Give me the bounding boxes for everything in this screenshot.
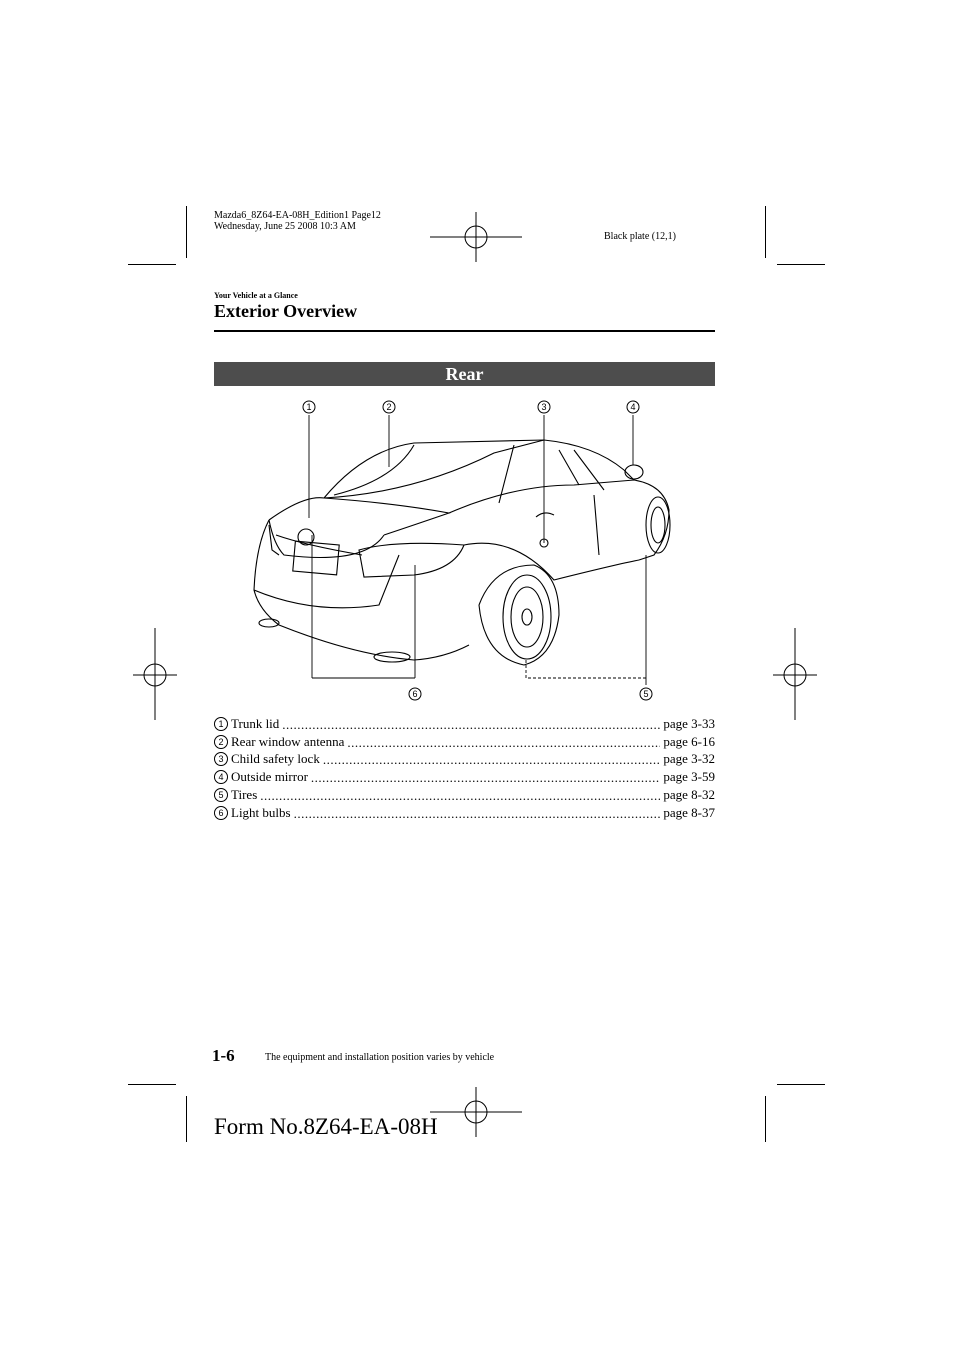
callout-markers: 1 2 3 4 5 6 bbox=[302, 400, 653, 701]
callout-3-label: 3 bbox=[541, 402, 546, 412]
dot-leader bbox=[294, 806, 661, 822]
legend-page: page 3-59 bbox=[663, 769, 715, 785]
callout-2: 2 bbox=[382, 400, 396, 414]
legend-item: 6 Light bulbs page 8-37 bbox=[214, 804, 715, 822]
callout-5-label: 5 bbox=[643, 689, 648, 699]
callout-1: 1 bbox=[302, 400, 316, 414]
section-label: Your Vehicle at a Glance bbox=[214, 291, 298, 300]
legend-label: Child safety lock bbox=[231, 751, 320, 767]
legend-label: Light bulbs bbox=[231, 804, 291, 820]
legend-page: page 3-33 bbox=[663, 715, 715, 731]
legend-label: Trunk lid bbox=[231, 715, 280, 731]
dot-leader bbox=[323, 752, 661, 768]
rear-banner: Rear bbox=[214, 362, 715, 386]
legend-number: 6 bbox=[214, 805, 228, 820]
parts-legend: 1 Trunk lid page 3-33 2 Rear window ante… bbox=[214, 715, 715, 822]
legend-item: 3 Child safety lock page 3-32 bbox=[214, 751, 715, 769]
callout-2-label: 2 bbox=[386, 402, 391, 412]
legend-number: 1 bbox=[214, 716, 228, 731]
dot-leader bbox=[311, 770, 660, 786]
dot-leader bbox=[282, 717, 660, 733]
legend-page: page 8-37 bbox=[663, 804, 715, 820]
legend-number: 4 bbox=[214, 770, 228, 785]
legend-item: 1 Trunk lid page 3-33 bbox=[214, 715, 715, 733]
legend-item: 5 Tires page 8-32 bbox=[214, 786, 715, 804]
legend-number: 2 bbox=[214, 734, 228, 749]
callout-5: 5 bbox=[639, 687, 653, 701]
legend-label: Outside mirror bbox=[231, 769, 308, 785]
print-metadata: Mazda6_8Z64-EA-08H_Edition1 Page12 Wedne… bbox=[214, 210, 381, 232]
callout-4: 4 bbox=[626, 400, 640, 414]
callout-3: 3 bbox=[537, 400, 551, 414]
legend-item: 4 Outside mirror page 3-59 bbox=[214, 768, 715, 786]
legend-number: 5 bbox=[214, 788, 228, 803]
footer-note: The equipment and installation position … bbox=[265, 1052, 495, 1063]
page-title: Exterior Overview bbox=[214, 301, 358, 321]
legend-page: page 6-16 bbox=[663, 733, 715, 749]
form-number: Form No.8Z64-EA-08H bbox=[214, 1114, 438, 1139]
car-rear-diagram: 1 2 3 4 5 6 bbox=[253, 400, 671, 701]
print-meta-line1: Mazda6_8Z64-EA-08H_Edition1 Page12 bbox=[214, 210, 381, 221]
callout-1-label: 1 bbox=[306, 402, 311, 412]
callout-4-label: 4 bbox=[630, 402, 635, 412]
callout-6: 6 bbox=[408, 687, 422, 701]
legend-page: page 3-32 bbox=[663, 751, 715, 767]
page-number: 1-6 bbox=[212, 1046, 235, 1065]
plate-label: Black plate (12,1) bbox=[604, 231, 676, 242]
legend-label: Tires bbox=[231, 787, 258, 803]
legend-item: 2 Rear window antenna page 6-16 bbox=[214, 733, 715, 751]
dot-leader bbox=[347, 735, 660, 751]
legend-label: Rear window antenna bbox=[231, 733, 345, 749]
dot-leader bbox=[260, 788, 660, 804]
callout-6-label: 6 bbox=[412, 689, 417, 699]
legend-number: 3 bbox=[214, 752, 228, 767]
legend-page: page 8-32 bbox=[663, 787, 715, 803]
title-divider bbox=[214, 330, 715, 332]
print-meta-line2: Wednesday, June 25 2008 10:3 AM bbox=[214, 221, 356, 232]
